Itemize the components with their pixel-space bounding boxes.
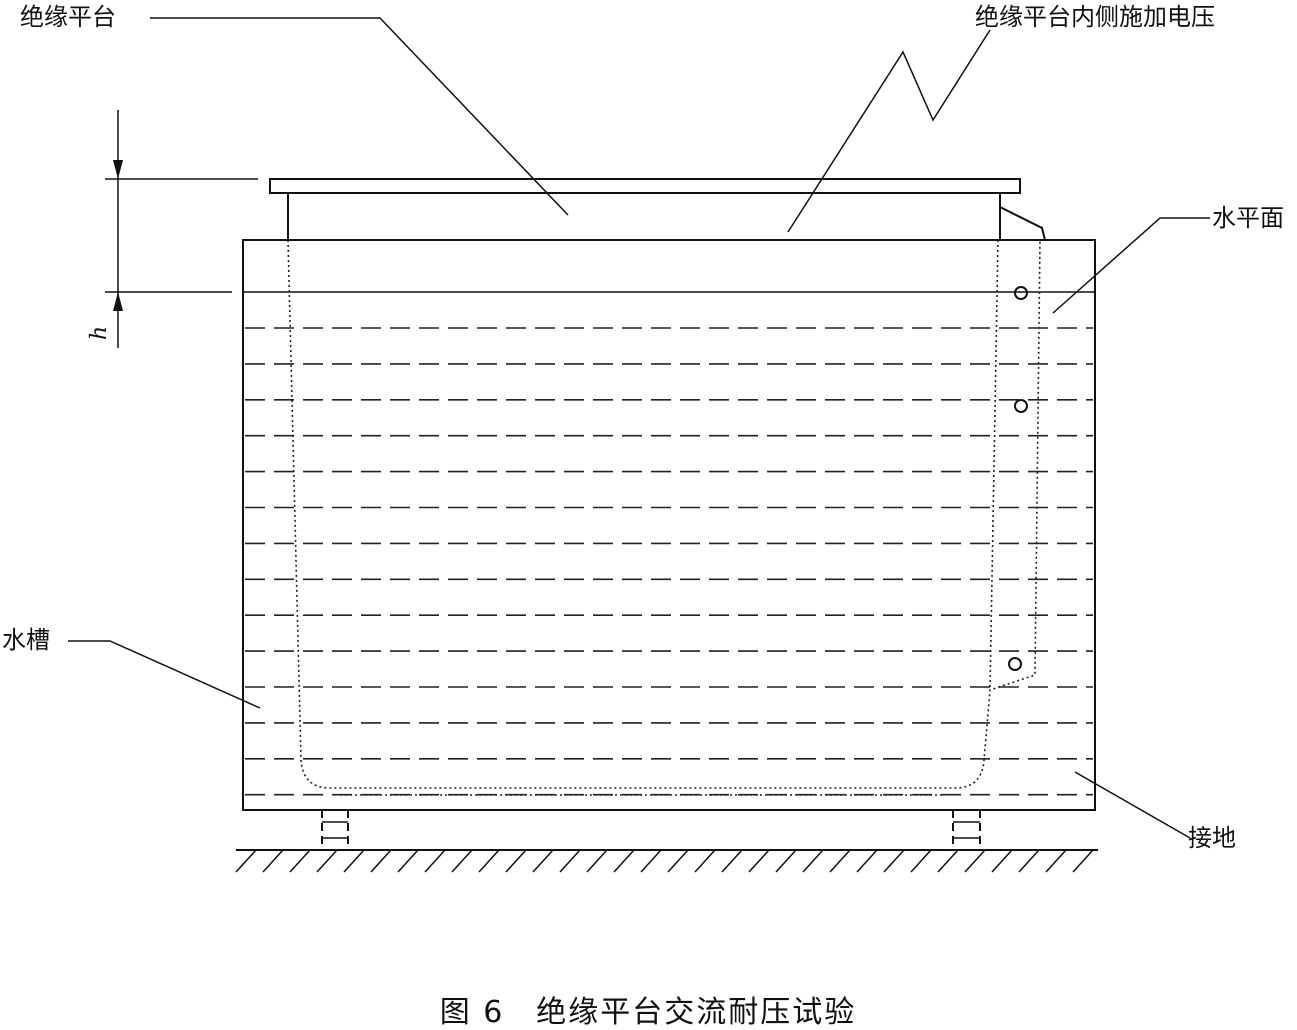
platform-top-plate <box>269 178 1021 194</box>
support-foot-right <box>952 810 981 850</box>
contact-circle-1 <box>1014 286 1028 300</box>
ground-hatch-line <box>937 849 959 873</box>
ground-hatch-line <box>1045 849 1067 873</box>
ground-hatch-line <box>424 849 446 873</box>
leader-voltage <box>787 29 991 233</box>
ground-hatch-line <box>829 849 851 873</box>
water-dashed-lines <box>245 327 1093 796</box>
contact-circle-3 <box>1008 657 1022 671</box>
platform-submerged-inner <box>989 239 999 691</box>
support-foot-left <box>321 810 349 850</box>
ground-hatch-line <box>532 849 554 873</box>
ground-hatch-line <box>262 849 284 873</box>
label-voltage: 绝缘平台内侧施加电压 <box>975 3 1215 31</box>
label-water-level: 水平面 <box>1212 204 1284 232</box>
leader-tank <box>68 640 261 709</box>
label-ground: 接地 <box>1188 824 1236 852</box>
ground-hatch-line <box>397 849 419 873</box>
leader-water-level <box>1052 217 1210 314</box>
label-platform: 绝缘平台 <box>20 3 116 31</box>
ground-hatch-line <box>343 849 365 873</box>
ground-hatch-line <box>505 849 527 873</box>
ground-hatch-line <box>640 849 662 873</box>
ground-hatch-line <box>586 849 608 873</box>
ground-hatching <box>235 849 1094 873</box>
dimension-h <box>105 110 258 348</box>
ground-hatch-line <box>721 849 743 873</box>
water-tank-outline <box>242 239 1096 811</box>
dimension-h-label: h <box>87 326 112 340</box>
label-tank: 水槽 <box>2 626 50 654</box>
ground-hatch-line <box>991 849 1013 873</box>
leader-platform <box>150 17 569 216</box>
platform-bracket <box>999 206 1046 241</box>
ground-hatch-line <box>694 849 716 873</box>
figure-caption: 图 6 绝缘平台交流耐压试验 <box>440 995 857 1030</box>
ground-hatch-line <box>316 849 338 873</box>
ground-hatch-line <box>235 849 257 873</box>
leader-ground <box>1074 771 1191 839</box>
ground-hatch-line <box>802 849 824 873</box>
ground-hatch-line <box>883 849 905 873</box>
platform-submerged-outline <box>287 239 1041 789</box>
ground-hatch-line <box>775 849 797 873</box>
ground-hatch-line <box>370 849 392 873</box>
ground-hatch-line <box>451 849 473 873</box>
ground-hatch-line <box>1018 849 1040 873</box>
ground-hatch-line <box>856 849 878 873</box>
ground-hatch-line <box>478 849 500 873</box>
ground-hatch-line <box>748 849 770 873</box>
ground-hatch-line <box>613 849 635 873</box>
ground-hatch-line <box>964 849 986 873</box>
ground-hatch-line <box>910 849 932 873</box>
ground-hatch-line <box>289 849 311 873</box>
contact-circle-2 <box>1014 399 1028 413</box>
ground-hatch-line <box>667 849 689 873</box>
ground-hatch-line <box>559 849 581 873</box>
ground-hatch-line <box>1072 849 1094 873</box>
